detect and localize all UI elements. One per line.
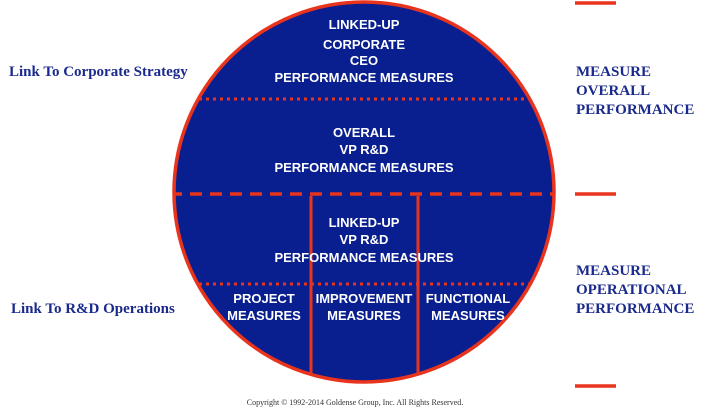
functional-line-2: MEASURES [431,308,505,323]
label-link-corporate-strategy: Link To Corporate Strategy [9,64,188,80]
overall-label-line-1: MEASURE [576,64,652,80]
project-line-2: MEASURES [227,308,301,323]
label-measure-overall-performance: MEASURE OVERALL PERFORMANCE [576,63,710,120]
operational-label-line-2: OPERATIONAL [576,282,687,298]
project-line-1: PROJECT [233,291,294,306]
operational-label-line-3: PERFORMANCE [576,301,695,317]
functional-line-1: FUNCTIONAL [426,291,511,306]
overall-vp-line-3: PERFORMANCE MEASURES [274,160,453,175]
ceo-line-3: CEO [350,53,378,68]
improvement-measures-box: IMPROVEMENT MEASURES [316,291,413,323]
copyright-notice: Copyright © 1992-2014 Goldense Group, In… [246,398,464,407]
ceo-line-1: LINKED-UP [329,17,400,32]
ceo-section: LINKED-UP CORPORATE CEO PERFORMANCE MEAS… [274,17,453,85]
measures-circle [174,2,554,382]
linked-vp-line-2: VP R&D [340,232,389,247]
improvement-line-2: MEASURES [327,308,401,323]
overall-vp-line-2: VP R&D [340,142,389,157]
linked-vp-section: LINKED-UP VP R&D PERFORMANCE MEASURES [274,215,453,265]
overall-label-line-2: OVERALL [576,83,651,99]
label-link-rd-operations: Link To R&D Operations [11,301,175,317]
linked-vp-line-1: LINKED-UP [329,215,400,230]
label-measure-operational-performance: MEASURE OPERATIONAL PERFORMANCE [576,262,710,319]
ceo-line-2: CORPORATE [323,37,405,52]
linked-vp-line-3: PERFORMANCE MEASURES [274,250,453,265]
measures-circle-outline [172,0,556,384]
overall-vp-section: OVERALL VP R&D PERFORMANCE MEASURES [274,125,453,175]
ceo-line-4: PERFORMANCE MEASURES [274,70,453,85]
operational-label-line-1: MEASURE [576,263,652,279]
project-measures-box: PROJECT MEASURES [227,291,301,323]
functional-measures-box: FUNCTIONAL MEASURES [426,291,511,323]
overall-label-line-3: PERFORMANCE [576,102,695,118]
improvement-line-1: IMPROVEMENT [316,291,413,306]
overall-vp-line-1: OVERALL [333,125,395,140]
